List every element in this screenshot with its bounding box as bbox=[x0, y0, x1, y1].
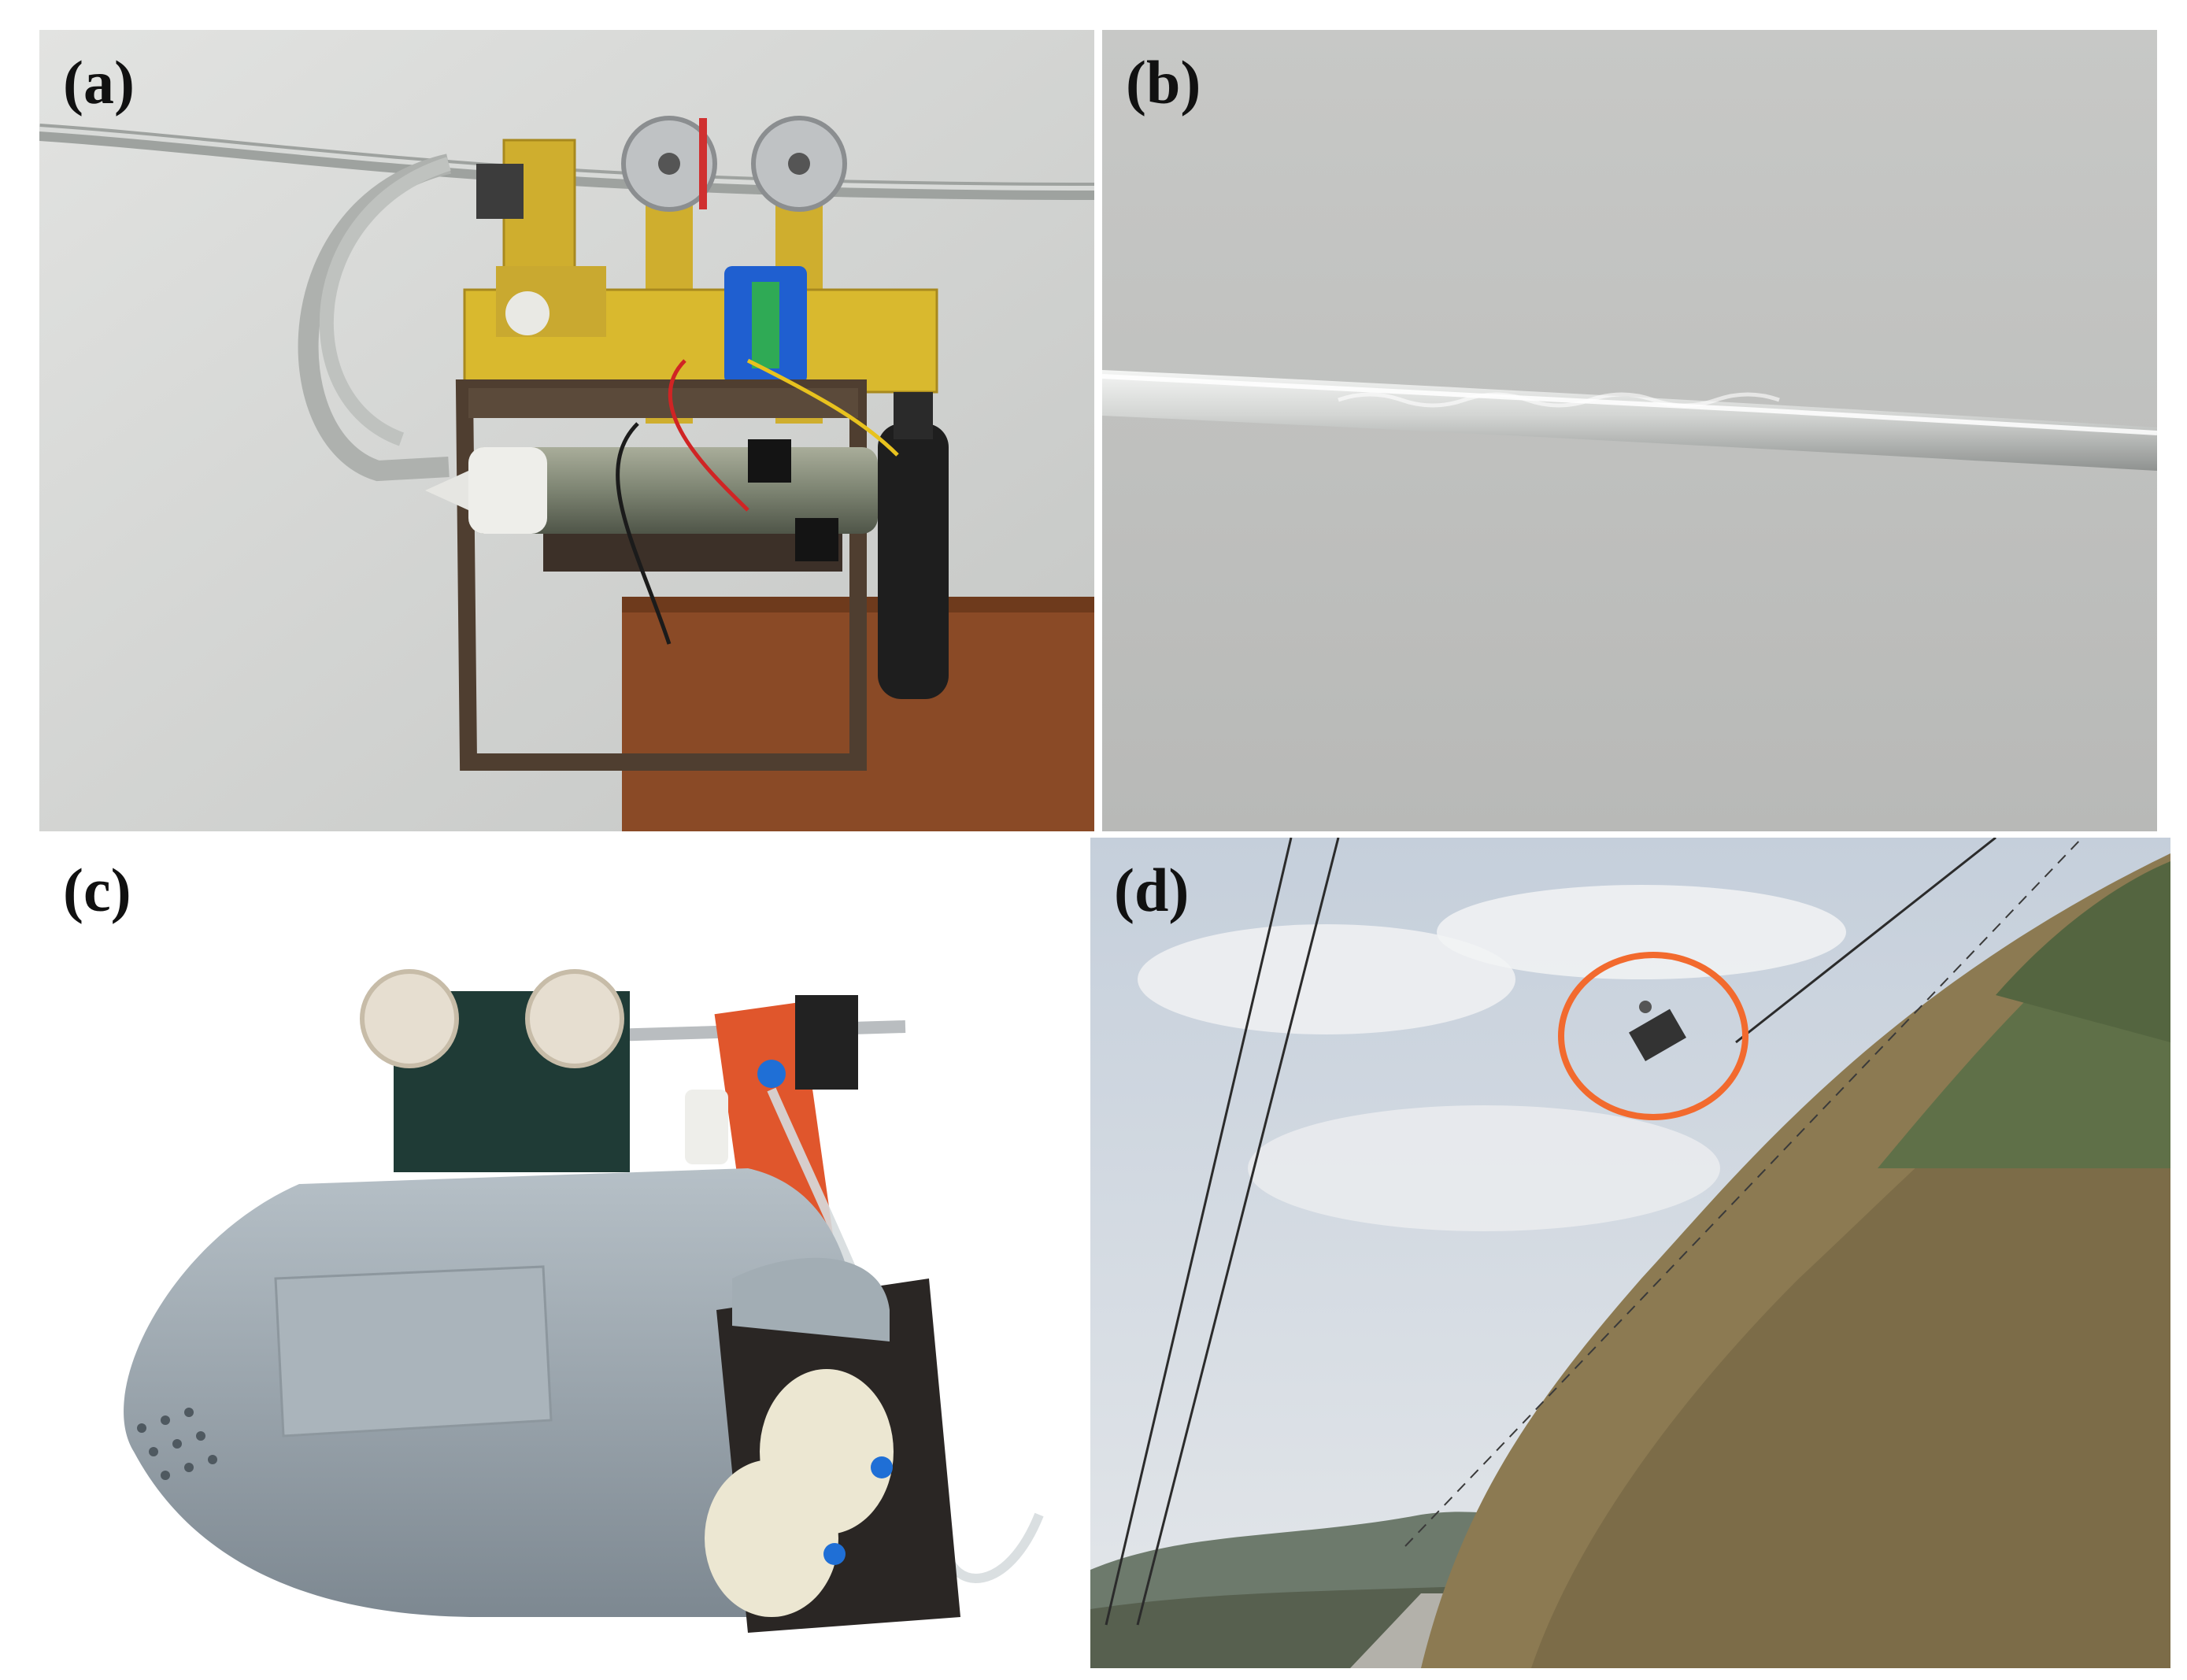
panel-d-label: (d) bbox=[1114, 856, 1190, 924]
panel-a-label: (a) bbox=[63, 48, 135, 117]
field-test-illustration bbox=[1090, 838, 2170, 1668]
enclosed-robot-illustration bbox=[39, 838, 1086, 1668]
panel-b-label: (b) bbox=[1126, 48, 1201, 117]
panel-c-label: (c) bbox=[63, 856, 131, 924]
prototype-robot-illustration bbox=[39, 30, 1094, 831]
coated-cable-illustration bbox=[1102, 30, 2157, 831]
panel-d-field-test-photo: (d) bbox=[1090, 838, 2170, 1668]
panel-b-coated-cable-photo: (b) bbox=[1102, 30, 2157, 831]
panel-c-enclosed-robot-photo: (c) bbox=[39, 838, 1086, 1668]
panel-a-prototype-robot-photo: (a) bbox=[39, 30, 1094, 831]
